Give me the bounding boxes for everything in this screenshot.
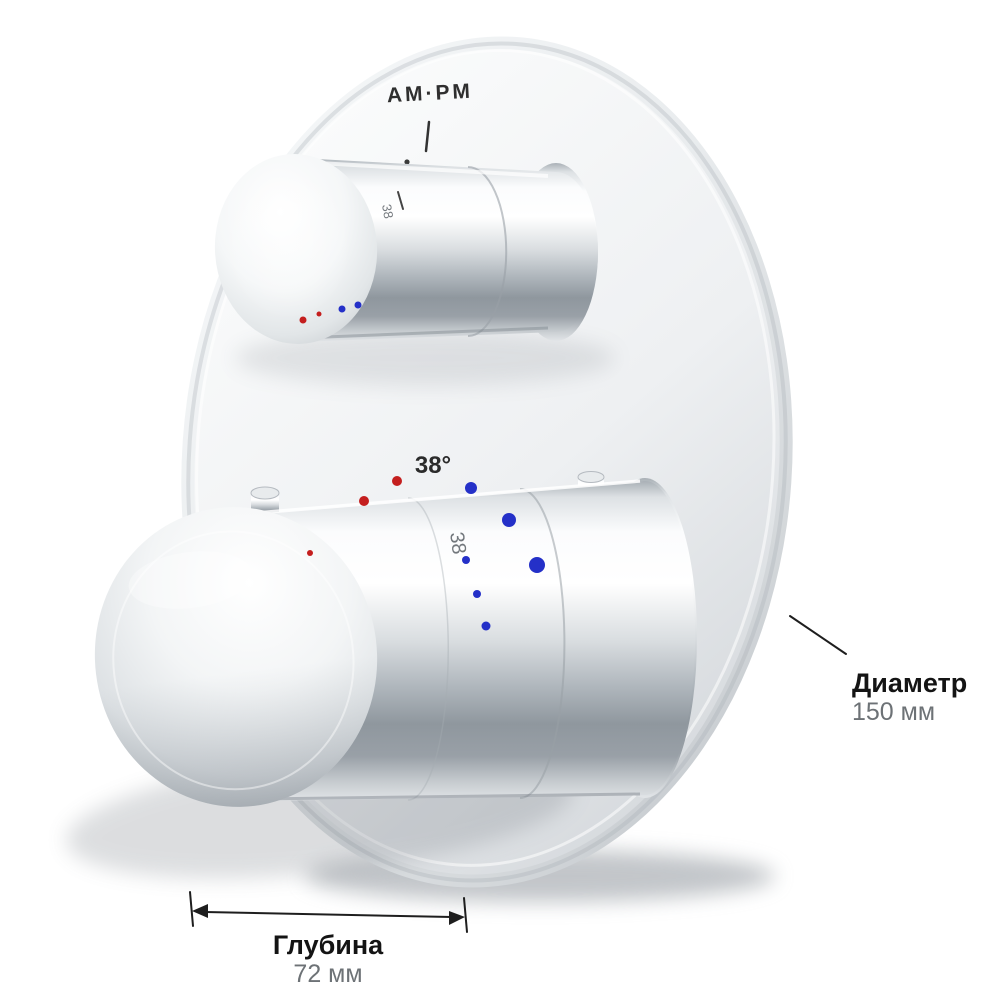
- index-tick: [424, 120, 431, 153]
- depth-label: Глубина: [273, 930, 384, 960]
- brand-text: AM·PM: [386, 80, 473, 107]
- knob-seam: [519, 488, 566, 799]
- arrowhead-right-icon: [449, 911, 465, 925]
- lever-shadow: [235, 330, 615, 386]
- lever-top-highlight: [299, 160, 549, 178]
- diameter-annotation: Диаметр 150 мм: [789, 615, 967, 726]
- faceplate-rim-shade: [186, 41, 788, 883]
- knob-dial-number: 38: [445, 531, 470, 556]
- knob-end-cap: [94, 507, 378, 807]
- diameter-label: Диаметр: [852, 668, 967, 698]
- hot-indicator-dot: [359, 496, 369, 506]
- lever-body: [298, 158, 598, 342]
- lever-dial-number: 38: [379, 203, 396, 220]
- cold-indicator-dot: [473, 590, 481, 598]
- cold-indicator-dot: [502, 513, 516, 527]
- lever-end-cap: [214, 154, 378, 344]
- lever-bottom-shade: [299, 326, 549, 340]
- depth-value: 72 мм: [293, 960, 362, 988]
- cold-indicator-dot: [481, 621, 491, 631]
- brand-logo: AM·PM: [386, 80, 474, 180]
- cold-indicator-dot: [338, 305, 346, 313]
- cold-indicator-dot: [354, 301, 362, 309]
- faceplate-rim-highlight: [195, 48, 776, 867]
- lever-seam: [467, 166, 508, 337]
- cold-indicator-dot: [529, 557, 545, 573]
- knob-seam: [407, 497, 449, 801]
- knob-body: [255, 481, 695, 801]
- depth-tick-right: [463, 897, 468, 933]
- cold-indicator-dot: [462, 556, 470, 564]
- depth-annotation: Глубина 72 мм: [189, 891, 468, 988]
- knob-top-highlight: [255, 479, 641, 515]
- upper-lever[interactable]: 38: [209, 149, 598, 350]
- hot-indicator-dot: [299, 316, 307, 324]
- hot-indicator-dot: [392, 476, 402, 486]
- temperature-marking: 38°: [415, 452, 451, 479]
- hot-indicator-dot: [316, 311, 322, 317]
- hot-indicator-dot: [307, 550, 313, 556]
- lower-thermostat-knob[interactable]: 38° 38: [78, 452, 697, 823]
- depth-dimension-line: [204, 911, 453, 918]
- diameter-leader-line: [789, 615, 847, 655]
- knob-bottom-shade: [257, 792, 641, 801]
- arrowhead-left-icon: [192, 904, 208, 918]
- diameter-value: 150 мм: [852, 698, 935, 726]
- depth-tick-left: [189, 891, 194, 927]
- cold-indicator-dot: [465, 482, 477, 494]
- lever-tick: [397, 191, 404, 210]
- index-dot: [404, 159, 410, 165]
